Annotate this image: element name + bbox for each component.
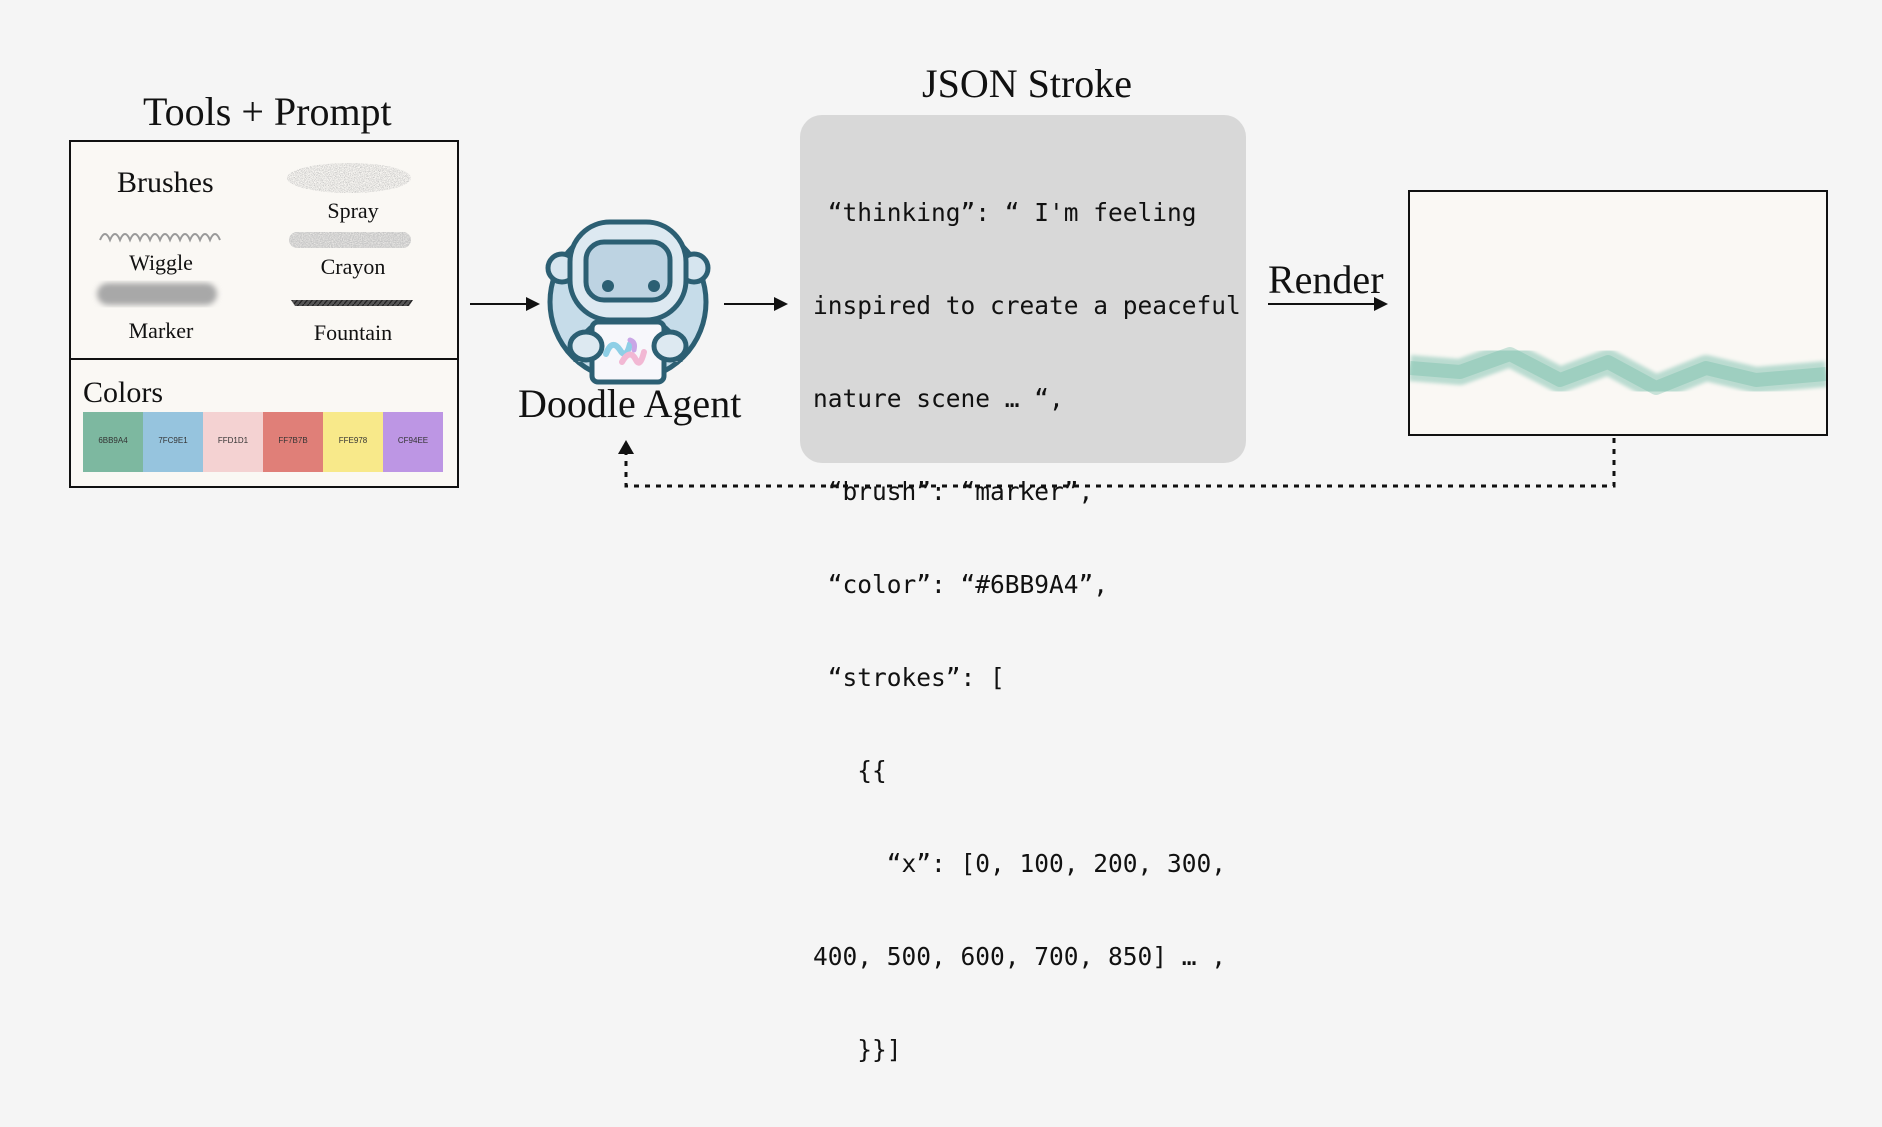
swatch-caption — [83, 451, 143, 456]
code-line: “brush”: “marker”, — [813, 477, 1094, 506]
marker-brush-icon — [97, 283, 217, 305]
arrow-to-render — [1268, 297, 1388, 311]
brushes-heading: Brushes — [117, 166, 214, 199]
swatch-hex: 7FC9E1 — [158, 436, 188, 445]
fountain-brush-icon — [291, 300, 413, 306]
tools-prompt-title: Tools + Prompt — [143, 89, 392, 134]
code-line: inspired to create a peaceful — [813, 291, 1241, 320]
swatch-hex: CF94EE — [397, 436, 429, 445]
doodle-agent-robot-icon — [545, 219, 711, 385]
feedback-loop-arrow — [618, 438, 1616, 488]
code-line: 400, 500, 600, 700, 850] … , — [813, 942, 1227, 971]
swatch-hex: 6BB9A4 — [98, 436, 128, 445]
panel-divider — [71, 358, 457, 360]
color-swatch[interactable]: 6BB9A4 — [83, 412, 143, 472]
render-canvas — [1408, 190, 1828, 436]
wiggle-brush-icon — [99, 233, 221, 243]
swatch-hex: FFE978 — [338, 436, 368, 445]
swatch-hex: FFD1D1 — [217, 436, 249, 445]
swatch-caption — [263, 451, 323, 456]
color-swatch[interactable]: FFD1D1 — [203, 412, 263, 472]
swatch-caption — [203, 451, 263, 456]
code-line: “strokes”: [ — [813, 663, 1005, 692]
spray-brush-label: Spray — [327, 198, 379, 223]
marker-brush-label: Marker — [128, 318, 194, 343]
color-swatch[interactable]: 7FC9E1 — [143, 412, 203, 472]
code-line: “x”: [0, 100, 200, 300, — [813, 849, 1227, 878]
code-line: }}] — [813, 1035, 902, 1064]
crayon-brush-label: Crayon — [320, 254, 386, 279]
color-swatch[interactable]: CF94EE — [383, 412, 443, 472]
json-code: “thinking”: “ I'm feeling inspired to cr… — [813, 135, 1241, 1127]
color-swatch[interactable]: FF7B7B — [263, 412, 323, 472]
json-stroke-box: “thinking”: “ I'm feeling inspired to cr… — [800, 115, 1246, 1064]
swatch-caption — [323, 451, 383, 456]
wiggle-brush-label: Wiggle — [129, 250, 193, 275]
fountain-brush-label: Fountain — [313, 320, 393, 345]
code-line: nature scene … “, — [813, 384, 1064, 413]
color-palette: 6BB9A4 7FC9E1 FFD1D1 FF7B7B FFE978 CF94E… — [83, 412, 443, 472]
arrow-to-json — [724, 297, 788, 311]
tools-panel: Brushes Spray Wiggle Crayon — [69, 140, 459, 488]
code-line: “color”: “#6BB9A4”, — [813, 570, 1109, 599]
code-line: {{ — [813, 756, 887, 785]
spray-brush-icon — [287, 163, 411, 193]
code-line: “thinking”: “ I'm feeling — [813, 198, 1197, 227]
swatch-caption — [383, 451, 443, 456]
arrow-to-agent — [470, 297, 540, 311]
json-stroke-title: JSON Stroke — [922, 61, 1133, 106]
swatch-caption — [143, 451, 203, 456]
doodle-agent-label: Doodle Agent — [518, 381, 742, 426]
swatch-hex: FF7B7B — [278, 436, 308, 445]
rendered-stroke — [1410, 341, 1826, 401]
color-swatch[interactable]: FFE978 — [323, 412, 383, 472]
colors-heading: Colors — [83, 376, 164, 409]
render-label: Render — [1268, 257, 1384, 302]
crayon-brush-icon — [289, 232, 411, 248]
